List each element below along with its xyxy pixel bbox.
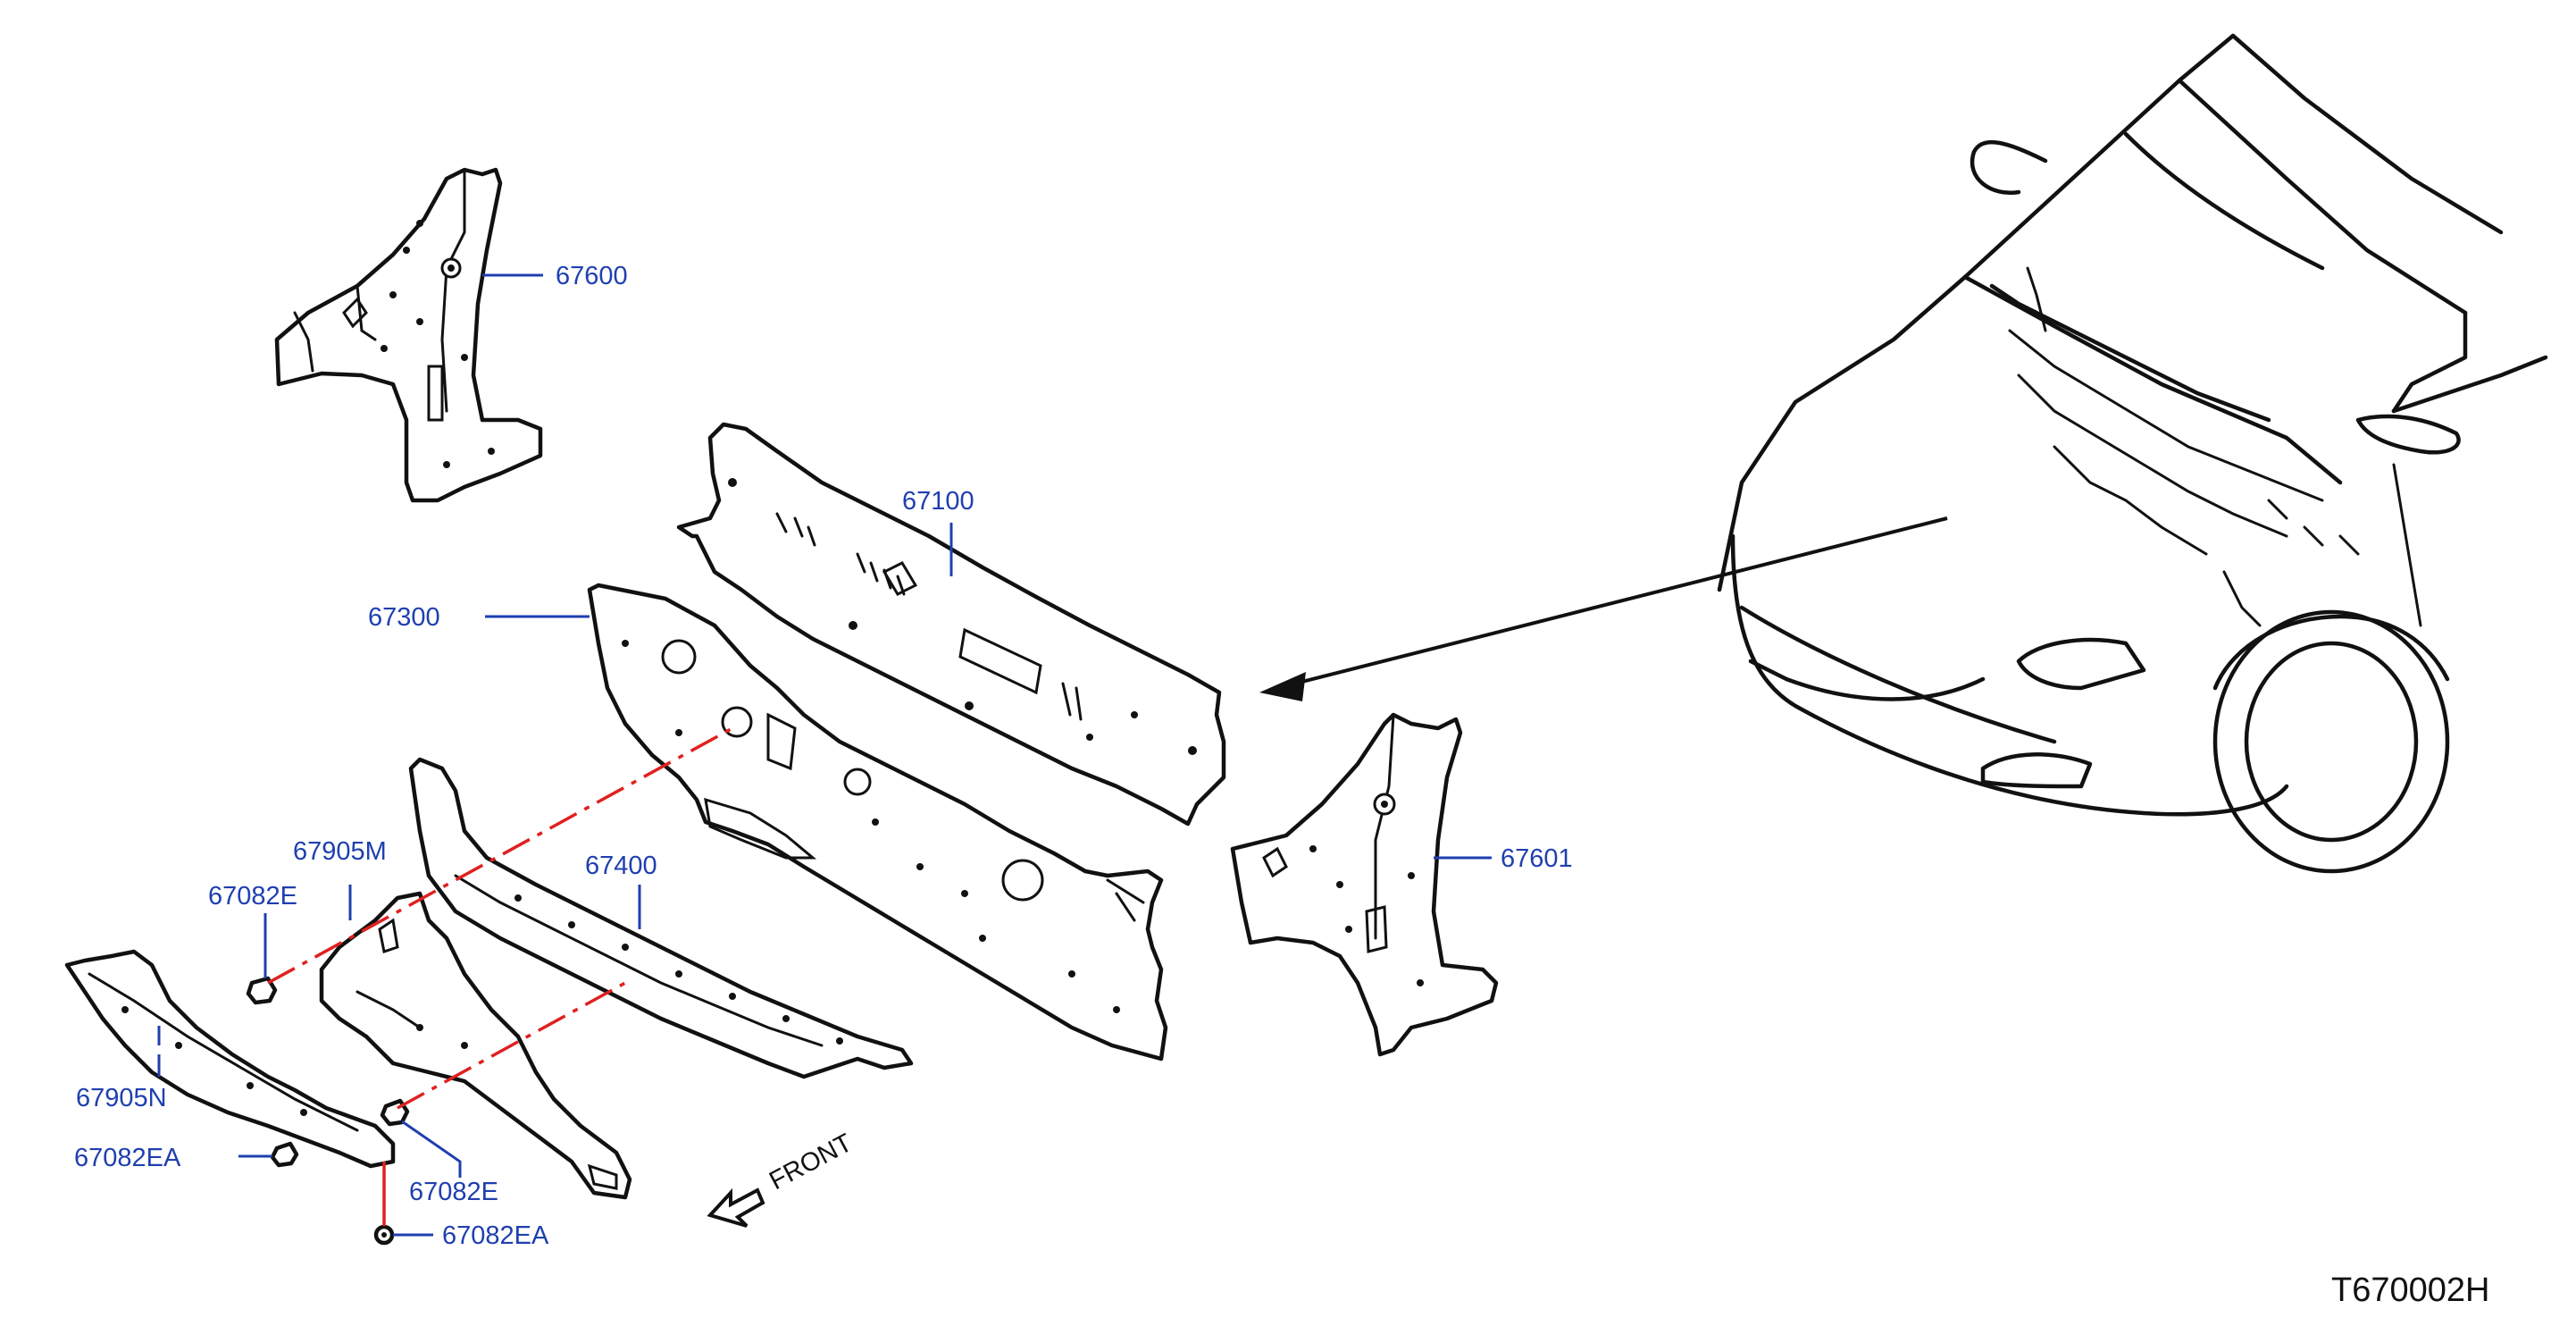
vehicle-overview: [1717, 33, 2548, 874]
callout-67100: 67100: [902, 487, 974, 516]
callout-67905m: 67905M: [293, 837, 387, 866]
part-cowl-top: [676, 422, 1226, 827]
part-side-panel-right: [1230, 712, 1499, 1057]
clip-67082ea-bottom: [373, 1224, 395, 1246]
callout-67082e-top: 67082E: [208, 882, 297, 911]
part-side-panel-left: [274, 167, 543, 503]
alignment-lines: [267, 726, 733, 1226]
detail-arrow: [1259, 516, 1948, 701]
callout-67082e-bottom: 67082E: [409, 1178, 498, 1206]
part-dash-crossmember: [408, 757, 914, 1079]
callout-67905n: 67905N: [76, 1084, 167, 1112]
front-label: FRONT: [765, 1129, 857, 1196]
front-arrow-icon: [707, 1188, 765, 1228]
callout-67082ea-left: 67082EA: [74, 1144, 181, 1172]
clip-67082e-top: [246, 976, 278, 1005]
callout-67600: 67600: [556, 262, 628, 290]
leader-lines: [157, 273, 1492, 1237]
callout-67601: 67601: [1501, 844, 1573, 873]
callout-67400: 67400: [585, 852, 657, 880]
part-insulator-n: [64, 949, 396, 1169]
part-dash-panel: [587, 583, 1168, 1062]
diagram-code: T670002H: [2331, 1271, 2489, 1309]
part-insulator-m: [319, 891, 632, 1200]
callout-67082ea-bottom: 67082EA: [442, 1221, 549, 1250]
callout-67300: 67300: [368, 603, 440, 632]
clip-67082ea-left: [270, 1141, 299, 1168]
